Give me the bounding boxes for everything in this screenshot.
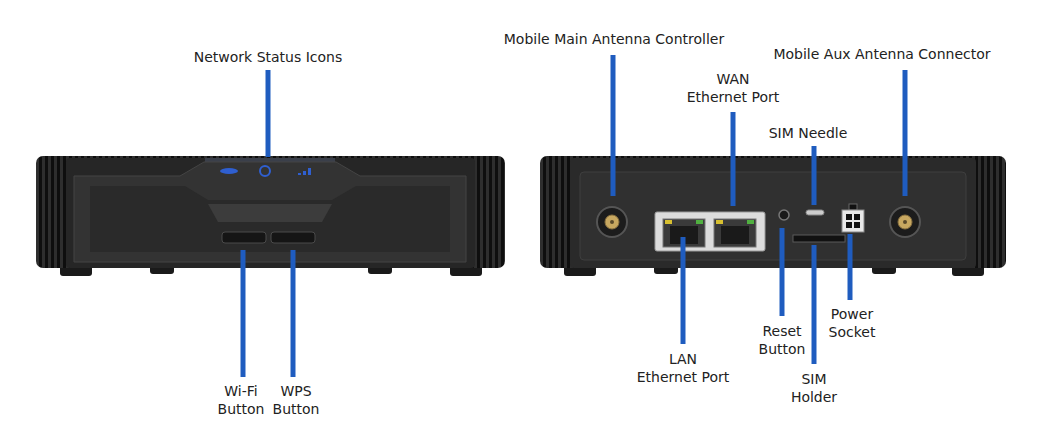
callout-label: SIM Holder xyxy=(791,370,837,406)
label-line: Power xyxy=(829,305,876,323)
label-line: LAN xyxy=(637,350,730,368)
label-line: Socket xyxy=(829,323,876,341)
label-line: WAN xyxy=(687,70,780,88)
callout-label: Network Status Icons xyxy=(194,48,343,66)
callout-label: WPS Button xyxy=(273,382,320,418)
router-front xyxy=(36,156,505,276)
label-line: Ethernet Port xyxy=(687,88,780,106)
callout-label: Reset Button xyxy=(759,322,806,358)
router-back xyxy=(540,156,1006,276)
callout-label: Power Socket xyxy=(829,305,876,341)
label-line: Wi-Fi xyxy=(218,382,265,400)
callout-label: Mobile Main Antenna Controller xyxy=(504,30,724,48)
leader-lines xyxy=(243,55,905,377)
callout-label: LAN Ethernet Port xyxy=(637,350,730,386)
label-line: Ethernet Port xyxy=(637,368,730,386)
label-line: SIM xyxy=(791,370,837,388)
label-line: Button xyxy=(273,400,320,418)
label-line: Reset xyxy=(759,322,806,340)
label-line: WPS xyxy=(273,382,320,400)
callout-label: SIM Needle xyxy=(769,124,848,142)
label-line: Button xyxy=(218,400,265,418)
callout-label: Wi-Fi Button xyxy=(218,382,265,418)
callout-label: WAN Ethernet Port xyxy=(687,70,780,106)
label-line: Holder xyxy=(791,388,837,406)
label-line: Button xyxy=(759,340,806,358)
callout-label: Mobile Aux Antenna Connector xyxy=(773,45,990,63)
